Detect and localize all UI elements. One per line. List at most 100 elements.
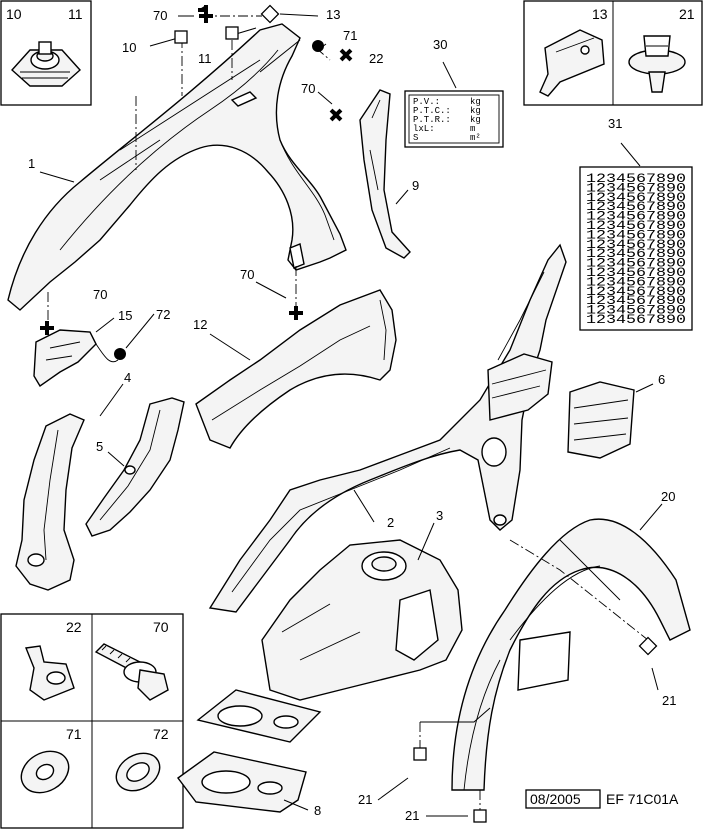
- cross-symbol: [329, 108, 343, 122]
- grid-row: 1234567890: [586, 228, 686, 242]
- washer-72-icon: [115, 752, 161, 792]
- plate-row-label: P.T.C.:: [413, 106, 451, 116]
- bracket-part-15: [33, 329, 119, 388]
- bolt-70-icon: [94, 643, 169, 701]
- grid-row: 1234567890: [586, 219, 686, 233]
- inset-label-21: 21: [679, 6, 695, 22]
- plate-row-unit: m: [470, 124, 475, 134]
- grid-row: 1234567890: [586, 247, 686, 261]
- grid-row: 1234567890: [586, 172, 686, 186]
- arch-panel-part-12: [195, 289, 397, 449]
- clip-10-11-icon: [11, 41, 81, 87]
- plate-row-label: S: [413, 133, 418, 143]
- square-symbol: [413, 747, 427, 761]
- pillar-bracket-part-4: [15, 413, 85, 591]
- plate-row-unit: kg: [470, 115, 481, 125]
- strip-part-9: [359, 89, 411, 259]
- ref-31: 31: [608, 116, 622, 131]
- grid-row: 1234567890: [586, 266, 686, 280]
- ref-20: 20: [661, 489, 675, 504]
- cross-symbol: [198, 5, 213, 23]
- inset-label-11: 11: [68, 6, 83, 22]
- wheel-arch-part-3: [261, 539, 463, 701]
- inset-label-10: 10: [6, 6, 22, 22]
- grid-row: 1234567890: [586, 285, 686, 299]
- inset-label-13: 13: [592, 6, 608, 22]
- inset-10-11: 10 11: [0, 0, 92, 106]
- ref-70a: 70: [153, 8, 167, 23]
- cross-symbol: [289, 306, 303, 320]
- inset-fasteners: 22 70 71 72: [0, 613, 184, 829]
- square-symbol: [174, 30, 188, 44]
- ref-15: 15: [118, 308, 132, 323]
- ref-22: 22: [369, 51, 383, 66]
- grid-row: 1234567890: [586, 181, 686, 195]
- clip-13-icon: [539, 29, 605, 97]
- arch-liner-part-20: [451, 518, 691, 791]
- ref-5: 5: [96, 439, 103, 454]
- push-clip-21-icon: [628, 35, 686, 93]
- front-wing-part-1: [7, 23, 347, 311]
- ref-8: 8: [314, 803, 321, 818]
- nut-22-icon: [25, 645, 75, 701]
- plate-row-unit: m²: [470, 133, 481, 143]
- number-grid-31: 1234567890123456789012345678901234567890…: [579, 166, 693, 331]
- footer-date: 08/2005: [530, 791, 581, 807]
- grid-row: 1234567890: [586, 304, 686, 318]
- dot-symbol-71: [312, 40, 324, 52]
- inset-label-71: 71: [66, 726, 82, 742]
- seal-plate-part-8: [177, 751, 307, 813]
- plate-row-label: P.V.:: [413, 97, 440, 107]
- plate-row-label: lxL:: [413, 124, 435, 134]
- dot-symbol-72: [114, 348, 126, 360]
- square-symbol: [473, 809, 487, 823]
- grid-row: 1234567890: [586, 210, 686, 224]
- ref-70c: 70: [240, 267, 254, 282]
- bracket-part-6: [567, 381, 635, 459]
- ref-71: 71: [343, 28, 357, 43]
- inset-label-70: 70: [153, 619, 169, 635]
- grid-row: 1234567890: [586, 191, 686, 205]
- ref-21a: 21: [662, 693, 676, 708]
- ref-13: 13: [326, 7, 340, 22]
- grid-row: 1234567890: [586, 294, 686, 308]
- ref-6: 6: [658, 372, 665, 387]
- grid-row: 1234567890: [586, 275, 686, 289]
- plate-row-unit: kg: [470, 97, 481, 107]
- ref-70d: 70: [93, 287, 107, 302]
- grid-rows: 1234567890123456789012345678901234567890…: [586, 172, 686, 327]
- inset-13-21: 13 21: [523, 0, 703, 106]
- inset-label-72: 72: [153, 726, 169, 742]
- grid-row: 1234567890: [586, 238, 686, 252]
- ref-4: 4: [124, 370, 131, 385]
- footer-code: EF 71C01A: [606, 791, 679, 807]
- inset-label-22: 22: [66, 619, 82, 635]
- ref-12: 12: [193, 317, 207, 332]
- square-symbol: [225, 26, 239, 40]
- grid-row: 1234567890: [586, 200, 686, 214]
- ref-72: 72: [156, 307, 170, 322]
- bracket-stack-part-2: [487, 353, 553, 421]
- seal-plate-upper: [196, 689, 322, 743]
- ref-10: 10: [122, 40, 136, 55]
- reference-numbers: 1 2 3 4 5 6 8 9 10 11 12 13 15 20 21 21 …: [28, 7, 676, 823]
- reinforcement-part-5: [85, 397, 185, 537]
- ref-21c: 21: [405, 808, 419, 823]
- footer: 08/2005 EF 71C01A: [525, 789, 679, 809]
- ref-21b: 21: [358, 792, 372, 807]
- ref-2: 2: [387, 515, 394, 530]
- ref-30: 30: [433, 37, 447, 52]
- symbols: [40, 4, 658, 823]
- diamond-symbol: [638, 636, 658, 656]
- ref-70b: 70: [301, 81, 315, 96]
- ref-1: 1: [28, 156, 35, 171]
- diamond-symbol: [260, 4, 280, 24]
- cross-symbol: [40, 321, 54, 335]
- plate-row-unit: kg: [470, 106, 481, 116]
- washer-71-icon: [20, 750, 70, 794]
- ref-9: 9: [412, 178, 419, 193]
